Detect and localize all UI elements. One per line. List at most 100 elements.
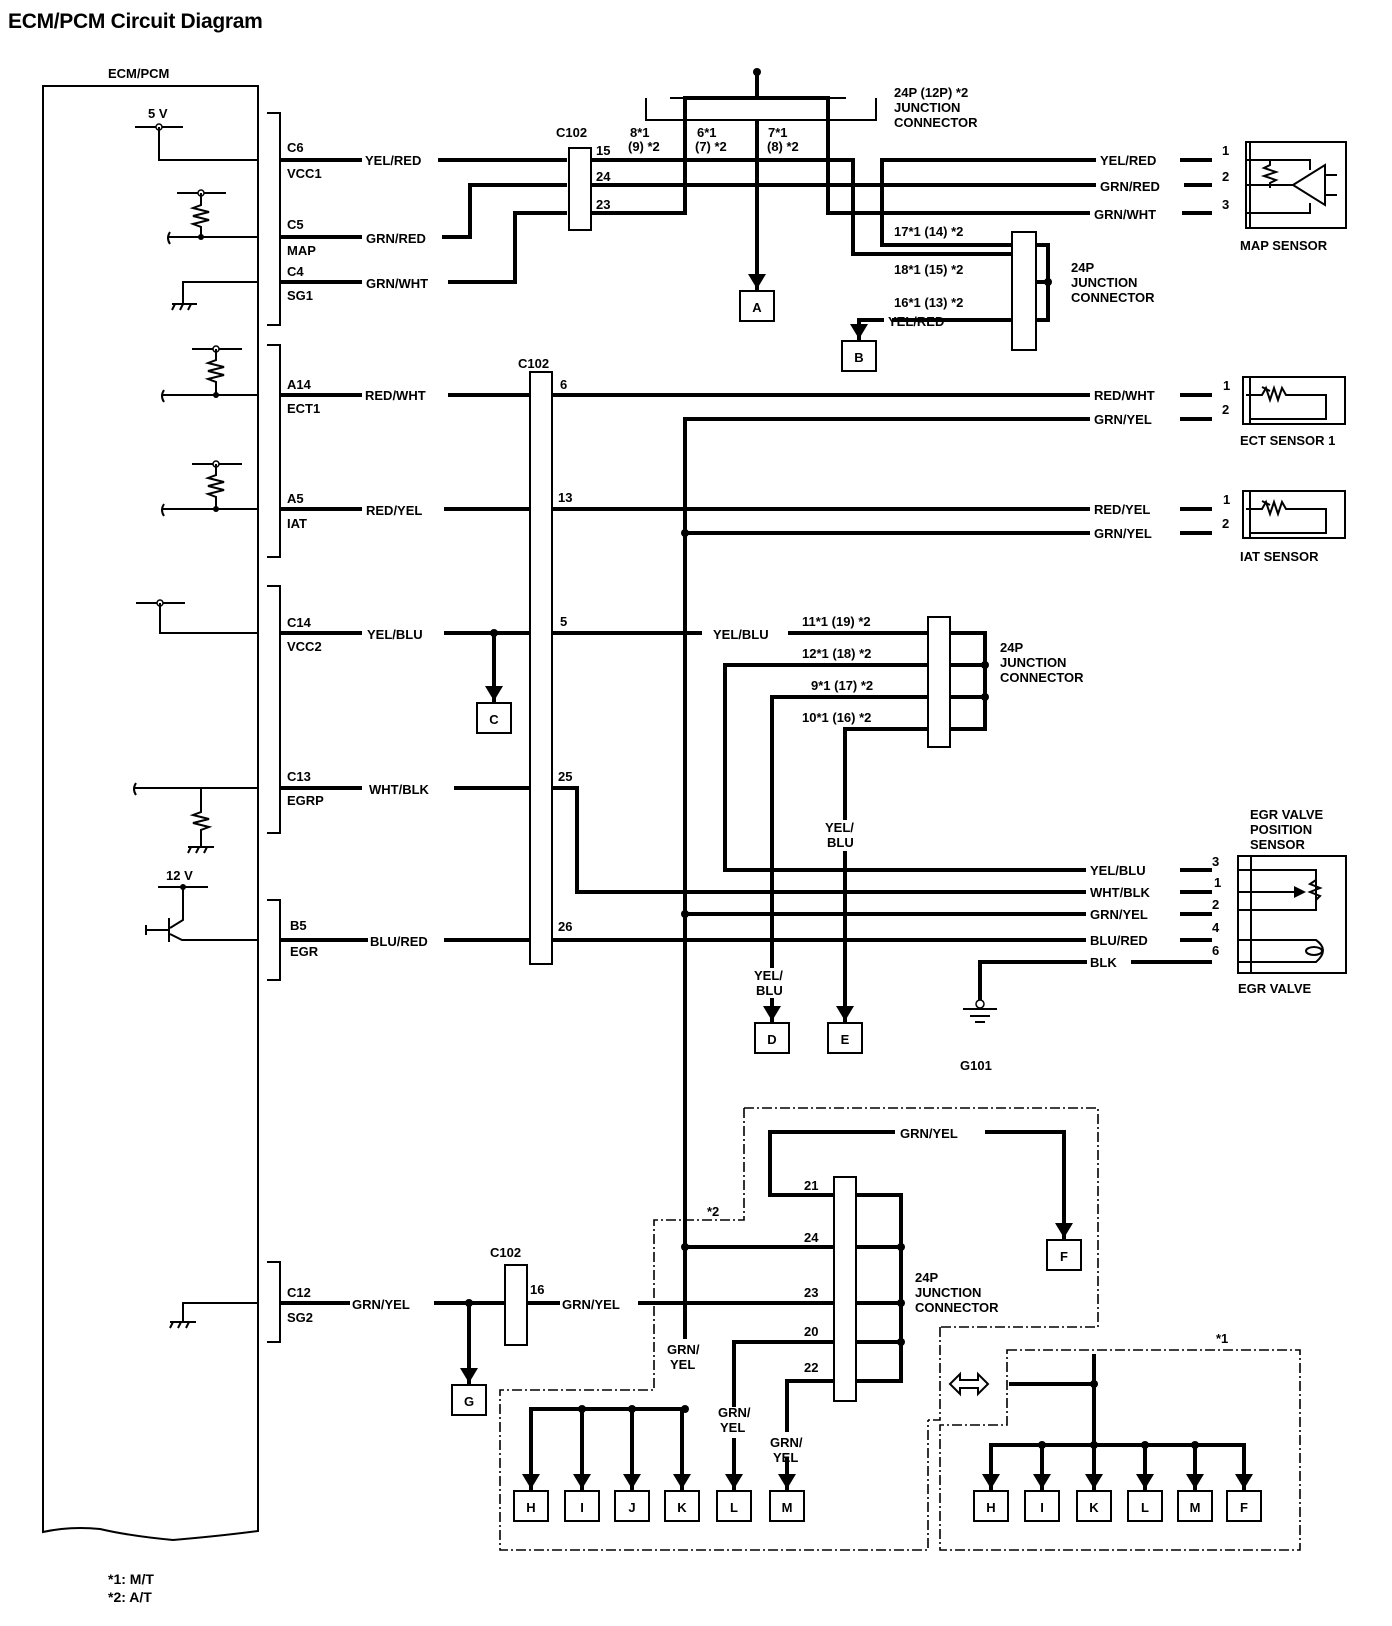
- sensor-label: ECT SENSOR 1: [1240, 433, 1335, 448]
- arrow-down-icon: [673, 1474, 691, 1489]
- connector-label: CONNECTOR: [894, 115, 978, 130]
- wire-label: WHT/BLK: [369, 782, 430, 797]
- wire-label: GRN/WHT: [1094, 207, 1156, 222]
- wire-label: WHT/BLK: [1090, 885, 1151, 900]
- pin-label: 1: [1223, 378, 1230, 393]
- junction-connector-bottom: 21 24 23 20 22 24P JUNCTION CONNECTOR: [804, 1176, 999, 1402]
- ref-marker-h: H: [513, 1474, 549, 1522]
- ground-icon: [169, 1321, 196, 1329]
- ref-box: [564, 1490, 600, 1522]
- ref-marker-b: B: [841, 324, 877, 372]
- thermistor-icon: [1246, 384, 1327, 420]
- ref-letter: I: [1040, 1500, 1044, 1515]
- arrow-down-icon: [1033, 1474, 1051, 1489]
- ecm-internal: 5 V 12 V: [133, 106, 258, 1329]
- pin-label: 25: [558, 769, 572, 784]
- pin-label: 2: [1222, 169, 1229, 184]
- arrow-down-icon: [748, 274, 766, 289]
- ref-letter: F: [1060, 1249, 1068, 1264]
- pin-label: 26: [558, 919, 572, 934]
- resistor-icon: [204, 349, 225, 395]
- terminal-pin: C6: [287, 140, 304, 155]
- sensor-label: MAP SENSOR: [1240, 238, 1328, 253]
- ref-letter: L: [730, 1500, 738, 1515]
- wire-label: YEL/RED: [888, 314, 944, 329]
- legend-at: *2: A/T: [108, 1589, 152, 1605]
- ref-marker-m: M: [1177, 1474, 1213, 1522]
- c102-label: C102: [556, 125, 587, 140]
- pin-label: 15: [596, 143, 610, 158]
- connector-label: CONNECTOR: [1071, 290, 1155, 305]
- terminal-name: MAP: [287, 243, 316, 258]
- voltage-12v-label: 12 V: [166, 868, 193, 883]
- terminal-name: SG1: [287, 288, 313, 303]
- wire-label: BLU/RED: [1090, 933, 1148, 948]
- arrow-down-icon: [725, 1474, 743, 1489]
- ref-box: [664, 1490, 700, 1522]
- wire-label: YEL/BLU: [367, 627, 423, 642]
- pin-label: 24: [804, 1230, 819, 1245]
- ref-box: [476, 702, 512, 734]
- ref-letter: K: [1089, 1500, 1099, 1515]
- connector-label: 24P: [1000, 640, 1023, 655]
- ref-box: [614, 1490, 650, 1522]
- arrow-icon: [1294, 886, 1306, 898]
- wire-label: YEL: [720, 1420, 745, 1435]
- pin-label: 2: [1212, 897, 1219, 912]
- ref-letter: D: [767, 1032, 776, 1047]
- ref-box: [1046, 1239, 1082, 1271]
- pin-label: 6: [560, 377, 567, 392]
- ecm-label: ECM/PCM: [108, 66, 169, 81]
- resistor-icon: [189, 788, 213, 847]
- wire-label: YEL/RED: [365, 153, 421, 168]
- ref-box: [1127, 1490, 1163, 1522]
- solenoid-icon: [1305, 946, 1323, 956]
- sensor-label: POSITION: [1250, 822, 1312, 837]
- junction-connector-mid: 11*1 (19) *2 12*1 (18) *2 9*1 (17) *2 10…: [713, 614, 1084, 748]
- pin-label: 13: [558, 490, 572, 505]
- wire-label: GRN/YEL: [1090, 907, 1148, 922]
- junction-connector-map: 17*1 (14) *2 18*1 (15) *2 16*1 (13) *2 Y…: [888, 224, 1155, 351]
- iat-sensor: 1 2 IAT SENSOR: [1222, 490, 1346, 564]
- ref-box: [769, 1490, 805, 1522]
- pin-label: 10*1 (16) *2: [802, 710, 871, 725]
- arrow-down-icon: [1235, 1474, 1253, 1489]
- ref-box: [451, 1384, 487, 1416]
- connector-label: JUNCTION: [1000, 655, 1066, 670]
- ecm-brackets: [267, 112, 281, 1343]
- ref-box: [841, 340, 877, 372]
- terminal-name: VCC2: [287, 639, 322, 654]
- pin-label: 23: [804, 1285, 818, 1300]
- pin-label: 11*1 (19) *2: [802, 614, 871, 629]
- pin-label: (9) *2: [628, 139, 660, 154]
- pin-label: 9*1 (17) *2: [811, 678, 873, 693]
- ground-g101: G101: [960, 999, 997, 1073]
- pin-label: 2: [1222, 516, 1229, 531]
- ref-marker-i: I: [1024, 1474, 1060, 1522]
- ref-marker-h: H: [973, 1474, 1009, 1522]
- terminal-pin: B5: [290, 918, 307, 933]
- ref-marker-l: L: [716, 1474, 752, 1522]
- pin-label: 6: [1212, 943, 1219, 958]
- double-arrow-icon: [948, 1371, 990, 1397]
- ref-letter: H: [986, 1500, 995, 1515]
- variant-mark: *2: [707, 1204, 719, 1219]
- pin-label: 18*1 (15) *2: [894, 262, 963, 277]
- ref-box: [1076, 1490, 1112, 1522]
- pin-label: 7*1: [768, 125, 788, 140]
- terminal-name: VCC1: [287, 166, 322, 181]
- arrow-down-icon: [623, 1474, 641, 1489]
- arrow-down-icon: [1136, 1474, 1154, 1489]
- wire-label: BLU/RED: [370, 934, 428, 949]
- connector-label: 24P: [915, 1270, 938, 1285]
- wire-label: YEL/BLU: [1090, 863, 1146, 878]
- wire-label: RED/WHT: [365, 388, 426, 403]
- wire-label: GRN/YEL: [1094, 526, 1152, 541]
- wire-label: GRN/YEL: [1094, 412, 1152, 427]
- sensor-label: EGR VALVE: [1238, 981, 1312, 996]
- ref-marker-e: E: [827, 1006, 863, 1054]
- ref-marker-k: K: [1076, 1474, 1112, 1522]
- connector-label: 24P: [1071, 260, 1094, 275]
